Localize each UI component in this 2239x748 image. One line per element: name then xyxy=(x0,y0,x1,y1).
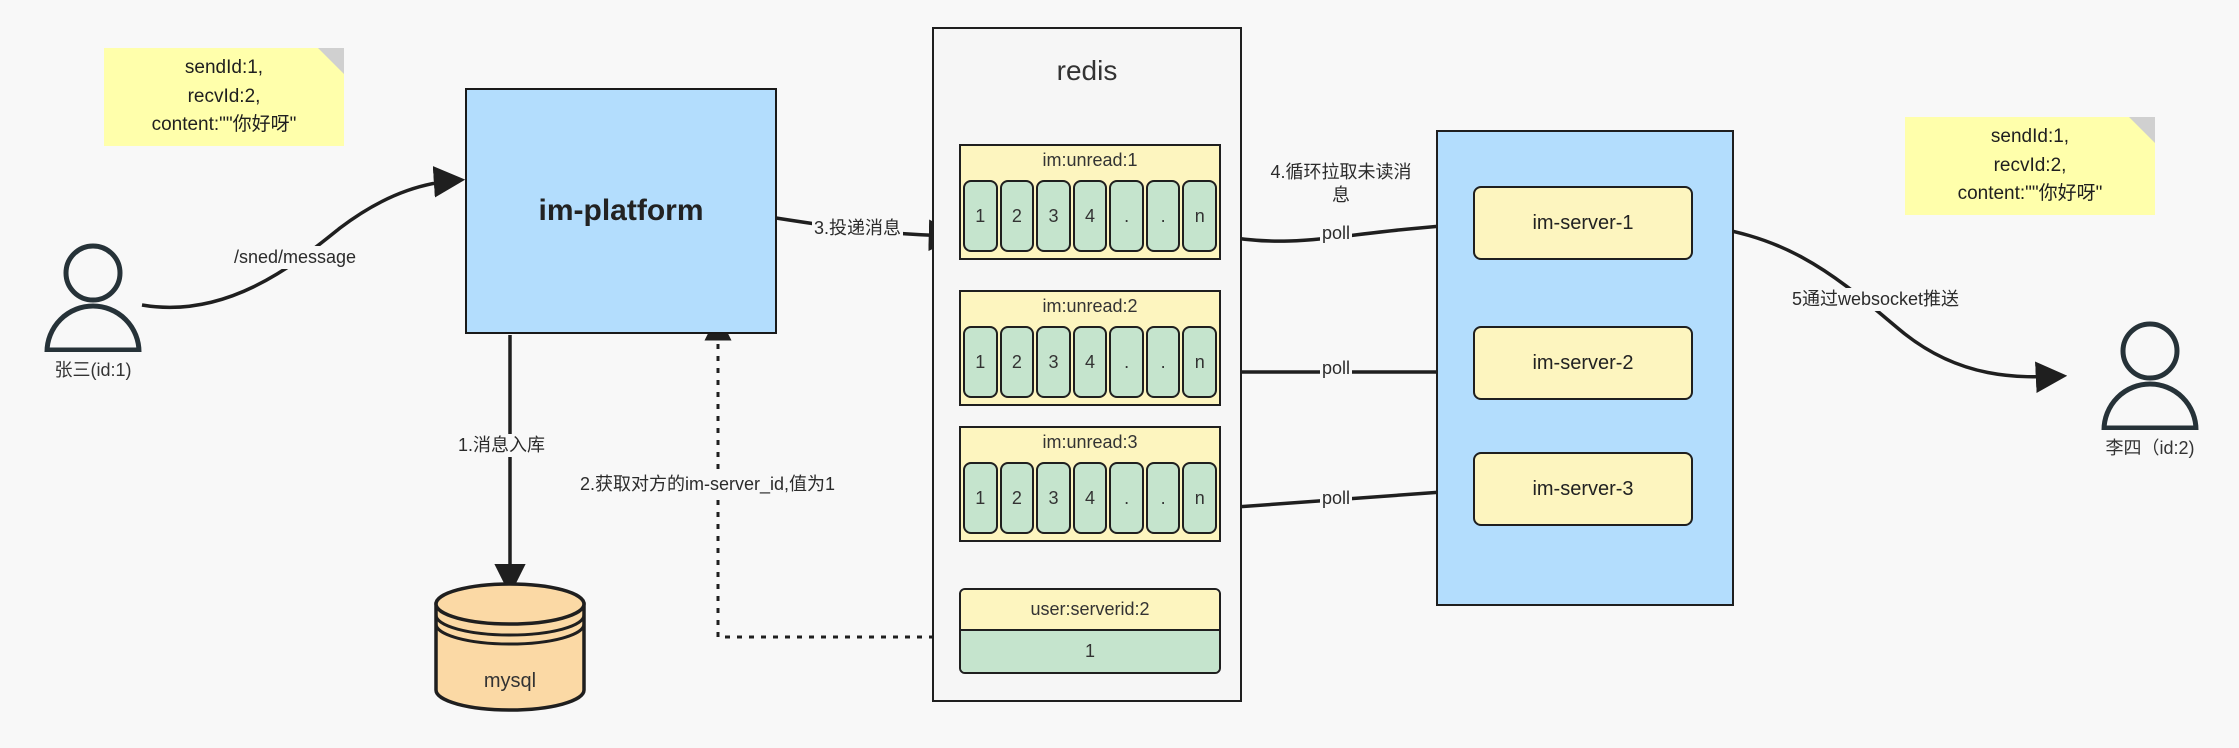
redis-cell[interactable]: . xyxy=(1109,462,1144,534)
user-icon xyxy=(2101,321,2199,431)
note-left-text: sendId:1, recvId:2, content:""你好呀" xyxy=(151,57,297,136)
redis-cell[interactable]: 2 xyxy=(999,180,1035,252)
redis-cell[interactable]: 3 xyxy=(1036,326,1071,398)
im-platform-label: im-platform xyxy=(538,194,704,227)
redis-cell[interactable]: 1 xyxy=(963,462,998,534)
im-server-3-box[interactable]: im-server-3 xyxy=(1473,452,1693,526)
redis-cell[interactable]: 1 xyxy=(963,326,998,398)
actor-sender: 张三(id:1) xyxy=(33,240,153,380)
redis-cell[interactable]: . xyxy=(1145,180,1181,252)
redis-kv-value: 1 xyxy=(961,631,1219,672)
redis-cell[interactable]: n xyxy=(1182,326,1218,398)
mysql-database[interactable]: mysql xyxy=(428,582,592,712)
edge-label-poll-3: poll xyxy=(1320,487,1353,510)
redis-list-im-unread-3[interactable]: im:unread:3 1 2 3 4 . . n xyxy=(959,426,1221,542)
redis-cell[interactable]: 2 xyxy=(999,326,1035,398)
im-server-2-box[interactable]: im-server-2 xyxy=(1473,326,1693,400)
redis-cell[interactable]: n xyxy=(1182,180,1218,252)
im-server-2-label: im-server-2 xyxy=(1532,351,1634,374)
edge-label-step4: 4.循环拉取未读消 息 xyxy=(1254,161,1428,206)
redis-list-1-key: im:unread:1 xyxy=(1042,150,1138,170)
edge-label-step1: 1.消息入库 xyxy=(456,434,548,457)
redis-cell[interactable]: 4 xyxy=(1072,462,1108,534)
database-cylinder-icon xyxy=(434,582,586,712)
edge-label-poll-2: poll xyxy=(1320,357,1353,380)
note-fold-icon xyxy=(318,48,344,74)
redis-kv-user-serverid[interactable]: user:serverid:2 1 xyxy=(959,588,1221,674)
redis-title: redis xyxy=(1056,55,1118,86)
redis-cell[interactable]: 3 xyxy=(1036,180,1071,252)
redis-list-1-cells: 1 2 3 4 . . n xyxy=(963,180,1218,252)
redis-list-2-cells: 1 2 3 4 . . n xyxy=(963,326,1218,398)
edge-sender-to-platform xyxy=(141,166,466,310)
edge-label-step3: 3.投递消息 xyxy=(812,217,904,240)
redis-list-3-cells: 1 2 3 4 . . n xyxy=(963,462,1218,534)
redis-cell[interactable]: 1 xyxy=(963,180,998,252)
im-platform-box[interactable]: im-platform xyxy=(465,88,777,334)
actor-receiver: 李四（id:2) xyxy=(2090,318,2210,458)
edge-label-poll-1: poll xyxy=(1320,222,1353,245)
redis-cell[interactable]: 3 xyxy=(1036,462,1071,534)
note-right-text: sendId:1, recvId:2, content:""你好呀" xyxy=(1957,126,2103,205)
redis-list-2-key: im:unread:2 xyxy=(1042,296,1138,316)
actor-receiver-label: 李四（id:2) xyxy=(2105,438,2195,458)
redis-cell[interactable]: n xyxy=(1182,462,1218,534)
redis-cell[interactable]: . xyxy=(1145,326,1181,398)
redis-list-im-unread-1[interactable]: im:unread:1 1 2 3 4 . . n xyxy=(959,144,1221,260)
mysql-label: mysql xyxy=(483,670,537,692)
redis-cell[interactable]: 4 xyxy=(1072,326,1108,398)
redis-cell[interactable]: 2 xyxy=(999,462,1035,534)
im-server-1-box[interactable]: im-server-1 xyxy=(1473,186,1693,260)
redis-cell[interactable]: . xyxy=(1109,326,1144,398)
redis-list-im-unread-2[interactable]: im:unread:2 1 2 3 4 . . n xyxy=(959,290,1221,406)
note-left: sendId:1, recvId:2, content:""你好呀" xyxy=(104,48,344,146)
actor-sender-label: 张三(id:1) xyxy=(54,360,132,380)
im-server-1-label: im-server-1 xyxy=(1532,211,1634,234)
edge-label-step5: 5通过websocket推送 xyxy=(1790,288,1962,311)
redis-list-3-key: im:unread:3 xyxy=(1042,432,1138,452)
edge-label-send-message: /sned/message xyxy=(232,246,359,269)
user-icon xyxy=(44,243,142,353)
note-fold-icon xyxy=(2129,117,2155,143)
redis-cell[interactable]: . xyxy=(1109,180,1144,252)
redis-kv-key: user:serverid:2 xyxy=(961,590,1219,631)
edge-label-step2: 2.获取对方的im-server_id,值为1 xyxy=(578,473,838,496)
redis-cell[interactable]: 4 xyxy=(1072,180,1108,252)
im-server-3-label: im-server-3 xyxy=(1532,477,1634,500)
note-right: sendId:1, recvId:2, content:""你好呀" xyxy=(1905,117,2155,215)
redis-cell[interactable]: . xyxy=(1145,462,1181,534)
